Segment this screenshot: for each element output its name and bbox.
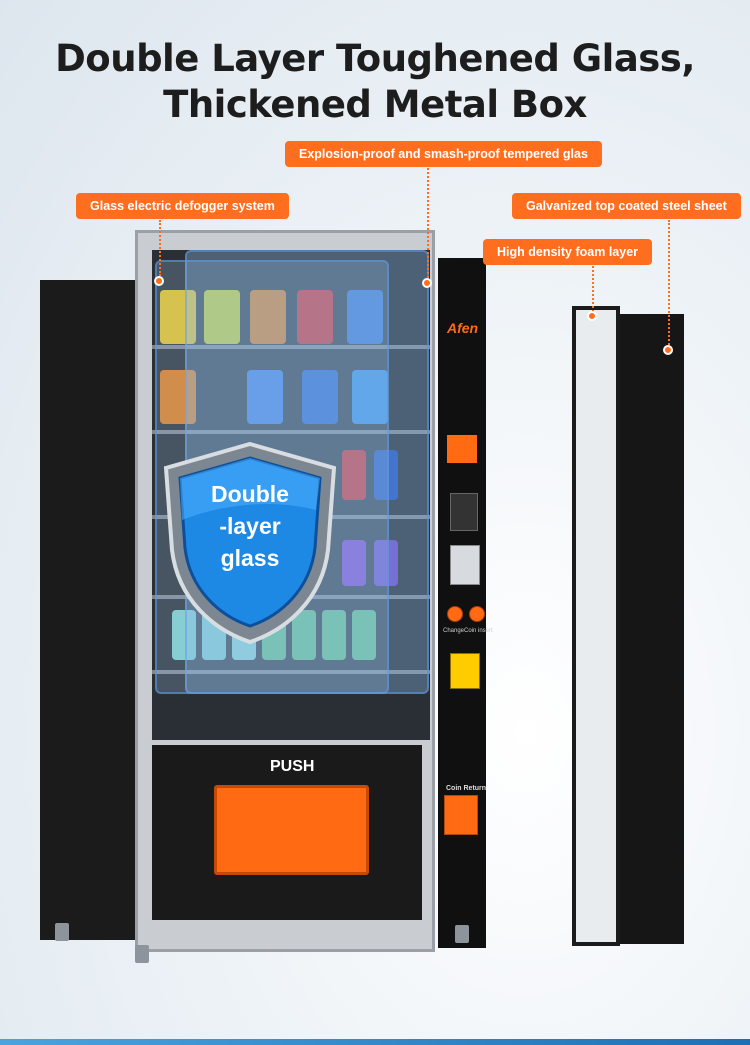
- steel-sheet-layer: [614, 314, 684, 944]
- snack-bag: [247, 370, 283, 424]
- callout-leader: [592, 266, 594, 312]
- pickup-flap[interactable]: [214, 785, 369, 875]
- callout-dot: [587, 311, 597, 321]
- keypad[interactable]: [450, 545, 480, 585]
- headline-line-2: Thickened Metal Box: [163, 83, 587, 126]
- callout-steel-sheet: Galvanized top coated steel sheet: [512, 193, 741, 219]
- callout-leader: [159, 220, 161, 276]
- change-label: Change: [443, 628, 465, 634]
- machine-foot: [55, 923, 69, 941]
- snack-bag: [250, 290, 286, 344]
- shelf: [152, 670, 430, 674]
- shelf: [152, 430, 430, 434]
- coin-insert-label: Coin insert: [464, 628, 493, 634]
- soda-can: [342, 540, 366, 586]
- headline-line-1: Double Layer Toughened Glass,: [55, 37, 695, 80]
- snack-bag: [160, 290, 196, 344]
- snack-bag: [160, 370, 196, 424]
- change-button[interactable]: [447, 606, 463, 622]
- panel-cross-section: [562, 306, 686, 946]
- machine-foot: [135, 945, 149, 963]
- bill-acceptor[interactable]: [450, 493, 478, 531]
- coin-return-label: Coin Return: [446, 785, 487, 792]
- callout-foam-layer: High density foam layer: [483, 239, 653, 265]
- callout-dot: [663, 345, 673, 355]
- shield-icon: Double -layer glass: [158, 440, 342, 645]
- soda-can: [292, 610, 316, 660]
- shield-text-line-2: -layer: [219, 513, 281, 539]
- machine-foot: [455, 925, 469, 943]
- callout-dot: [154, 276, 164, 286]
- snack-bag: [204, 290, 240, 344]
- snack-bag: [302, 370, 338, 424]
- card-reader[interactable]: [450, 653, 480, 689]
- soda-can: [352, 610, 376, 660]
- coin-insert-button[interactable]: [469, 606, 485, 622]
- callout-dot: [422, 278, 432, 288]
- callout-defogger: Glass electric defogger system: [76, 193, 289, 219]
- soda-can: [374, 540, 398, 586]
- shield-text-line-3: glass: [220, 545, 280, 571]
- coin-slot[interactable]: [447, 435, 477, 463]
- callout-tempered-glass: Explosion-proof and smash-proof tempered…: [285, 141, 602, 167]
- control-panel: [438, 258, 486, 948]
- foam-layer: [572, 306, 620, 946]
- shield-text-line-1: Double: [211, 481, 289, 507]
- shelf: [152, 345, 430, 349]
- soda-can: [322, 610, 346, 660]
- soda-can: [342, 450, 366, 500]
- snack-bag: [347, 290, 383, 344]
- snack-bag: [297, 290, 333, 344]
- push-label: PUSH: [270, 758, 315, 775]
- callout-leader: [427, 168, 429, 278]
- brand-logo: Afen: [447, 320, 479, 336]
- callout-leader: [668, 220, 670, 345]
- machine-side-panel: [40, 280, 140, 940]
- coin-return-button[interactable]: [444, 795, 478, 835]
- soda-can: [172, 610, 196, 660]
- bottom-accent-bar: [0, 1039, 750, 1045]
- snack-bag: [352, 370, 388, 424]
- soda-can: [374, 450, 398, 500]
